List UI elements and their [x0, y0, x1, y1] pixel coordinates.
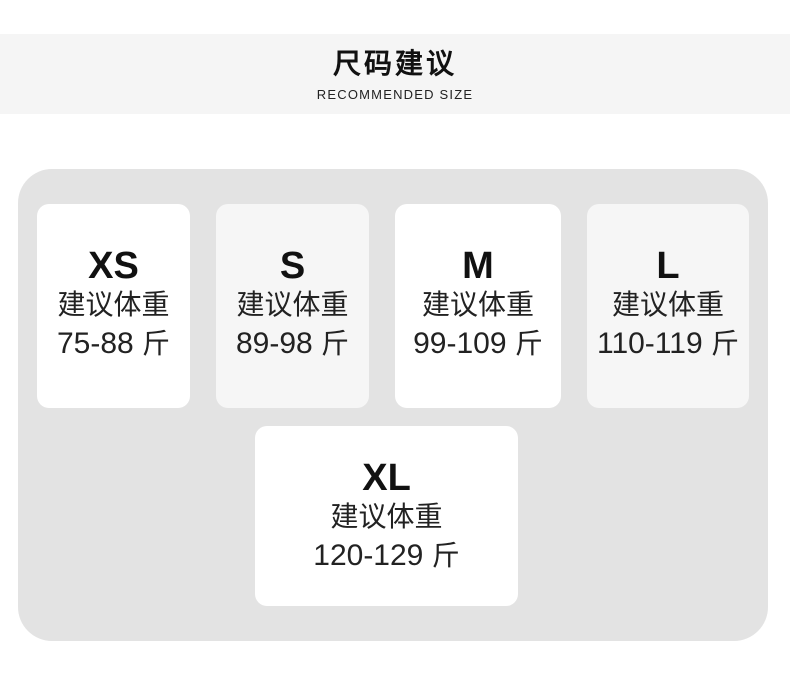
size-name: L [656, 245, 680, 287]
size-name: XL [362, 457, 411, 499]
weight-range: 89-98 斤 [235, 327, 350, 360]
header-band [0, 34, 790, 114]
weight-range: 75-88 斤 [56, 327, 171, 360]
weight-label: 建议体重 [421, 288, 534, 321]
size-card-m: M 建议体重 99-109 斤 [395, 204, 561, 408]
size-card-xl: XL 建议体重 120-129 斤 [255, 426, 518, 606]
page-title: 尺码建议 [332, 47, 457, 80]
size-card-l: L 建议体重 110-119 斤 [587, 204, 749, 408]
size-card-xs: XS 建议体重 75-88 斤 [37, 204, 190, 408]
weight-range: 99-109 斤 [413, 327, 543, 360]
size-name: XS [88, 245, 139, 287]
page-subtitle: RECOMMENDED SIZE [316, 87, 474, 102]
weight-range: 110-119 斤 [596, 327, 739, 360]
top-strip [0, 0, 790, 34]
size-card-s: S 建议体重 89-98 斤 [216, 204, 369, 408]
weight-label: 建议体重 [330, 500, 443, 533]
weight-range: 120-129 斤 [313, 539, 460, 572]
weight-label: 建议体重 [57, 288, 170, 321]
weight-label: 建议体重 [236, 288, 349, 321]
size-name: M [462, 245, 494, 287]
size-name: S [279, 245, 306, 287]
weight-label: 建议体重 [611, 288, 724, 321]
